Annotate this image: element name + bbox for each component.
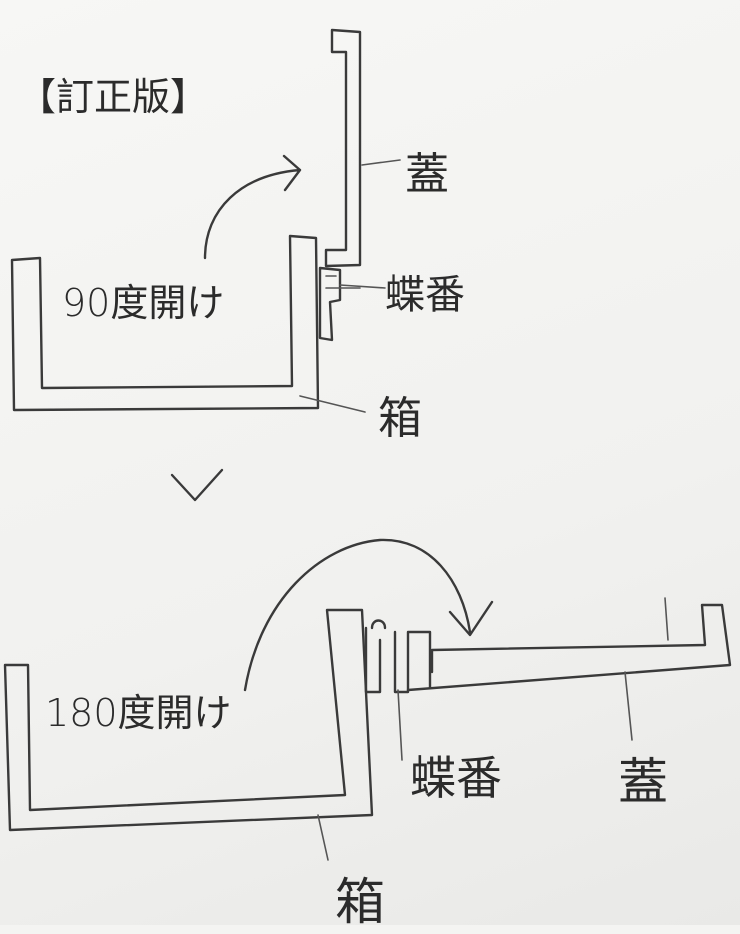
bottom-open-label: 180度開け [45,691,232,735]
bottom-open-arrow [243,538,494,692]
top-box-outline [10,234,320,412]
top-lid-leader [361,159,401,166]
bottom-box-outline [3,608,374,832]
top-lid-outline [324,28,362,268]
top-lid-label: 蓋 [405,149,449,200]
bottom-hinge [364,619,432,694]
bottom-hinge-leader [397,689,403,761]
bottom-box-label: 箱 [335,873,385,931]
top-open-arrow [203,154,302,260]
title-label: 【訂正版】 [18,75,209,119]
top-hinge [318,266,342,342]
top-box-label: 箱 [378,393,422,444]
bottom-lid-leader [624,671,633,741]
top-hinge-pin [325,275,361,289]
top-hinge-label: 蝶番 [385,272,465,318]
bottom-box-leader [317,814,329,861]
bottom-lid-edge [664,597,669,641]
bottom-hinge-label: 蝶番 [410,751,502,805]
down-arrow [170,468,224,502]
bottom-lid-outline [406,603,732,692]
top-box-leader [299,395,366,413]
bottom-lid-label: 蓋 [618,753,668,811]
top-hinge-leader [339,284,386,289]
top-open-label: 90度開け [62,281,225,325]
